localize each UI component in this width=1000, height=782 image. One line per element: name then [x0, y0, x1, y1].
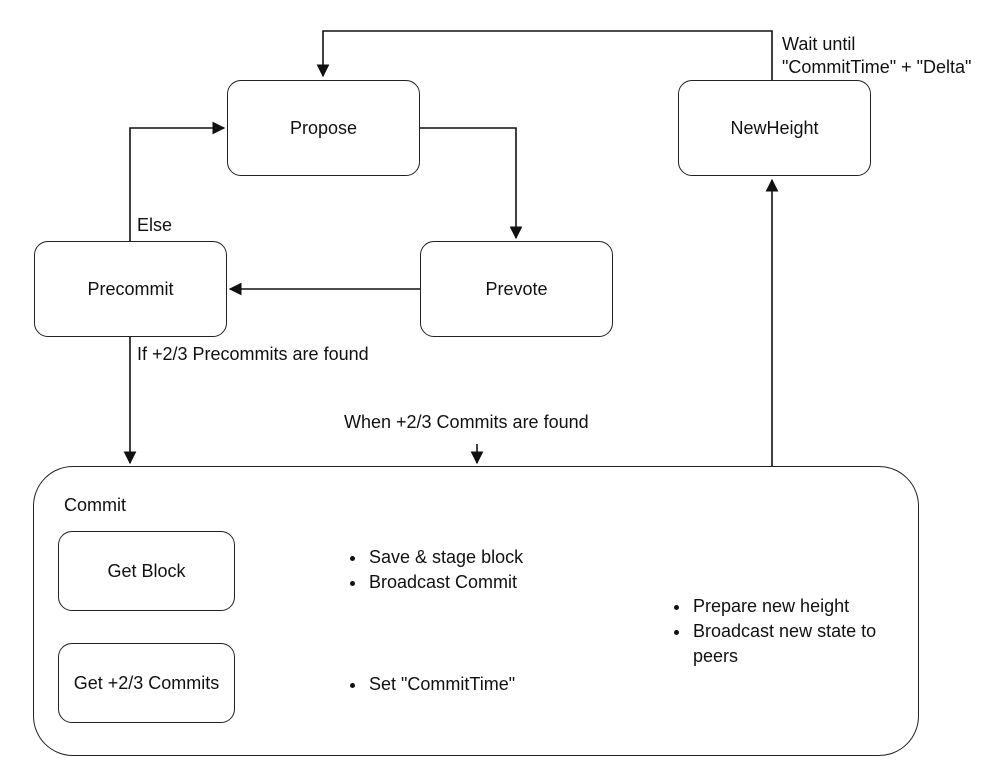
list-item: Save & stage block [367, 545, 523, 570]
list-item: Broadcast new state to peers [691, 619, 921, 669]
newheight-state[interactable]: NewHeight [678, 80, 871, 176]
arrow-precommit-else-to-propose [129, 121, 226, 241]
commits-found-label: When +2/3 Commits are found [344, 412, 589, 432]
wait-until-label: Wait until [782, 34, 856, 54]
list-item: Prepare new height [691, 594, 921, 619]
prevote-state[interactable]: Prevote [420, 241, 613, 337]
commit-delta-label: "CommitTime" + "Delta" [782, 57, 972, 77]
arrow-propose-to-prevote [420, 127, 523, 240]
get-commits-step[interactable]: Get +2/3 Commits [58, 643, 235, 723]
list-item: Broadcast Commit [367, 570, 523, 595]
get-block-step[interactable]: Get Block [58, 531, 235, 611]
commit-title: Commit [64, 495, 126, 515]
else-label: Else [137, 215, 173, 235]
block-actions-list: Save & stage block Broadcast Commit [345, 545, 523, 595]
commit-actions-list: Set "CommitTime" [345, 672, 515, 697]
arrow-newheight-to-propose [316, 30, 773, 80]
final-actions-list: Prepare new height Broadcast new state t… [669, 594, 921, 669]
precommits-found-label: If +2/3 Precommits are found [137, 344, 369, 364]
list-item: Set "CommitTime" [367, 672, 515, 697]
precommit-state[interactable]: Precommit [34, 241, 227, 337]
propose-state[interactable]: Propose [227, 80, 420, 176]
